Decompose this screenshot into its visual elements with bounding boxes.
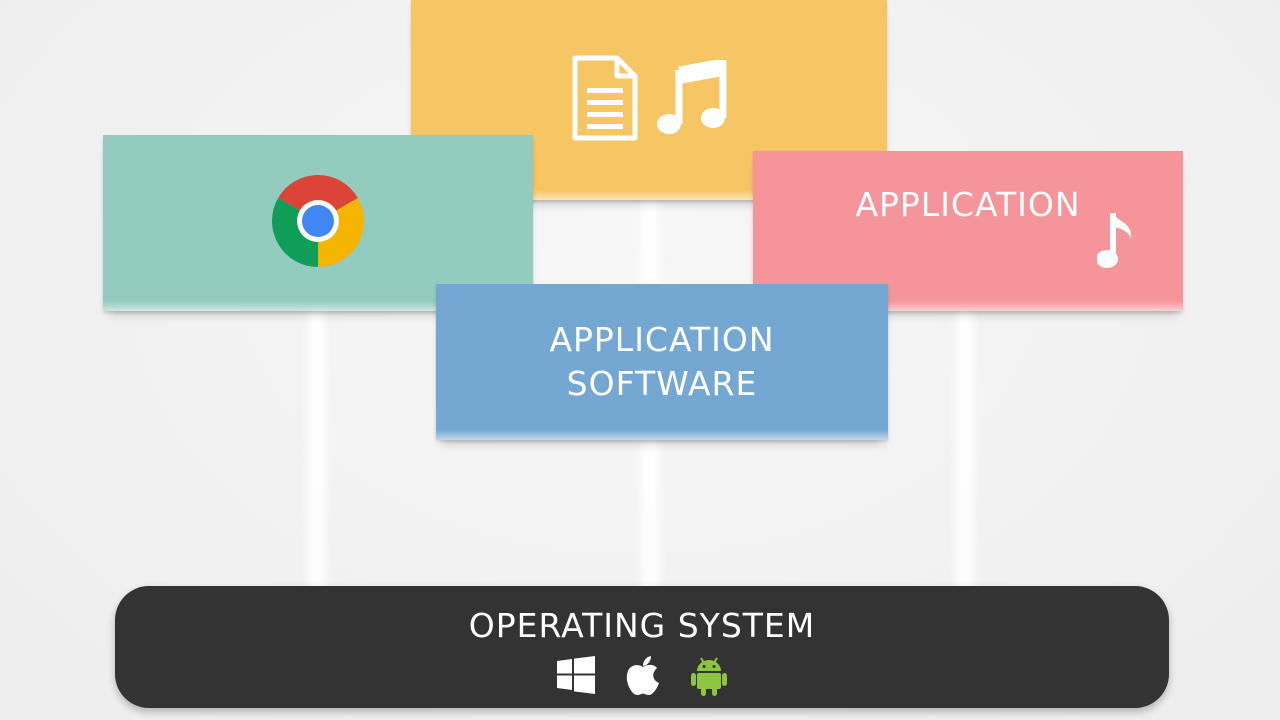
application-software-card: APPLICATION SOFTWARE <box>436 284 888 440</box>
application-card: APPLICATION <box>753 151 1183 311</box>
os-icon-row <box>115 656 1169 696</box>
windows-icon <box>557 656 595 696</box>
application-software-label-line1: APPLICATION <box>549 320 775 359</box>
document-icon <box>571 54 639 146</box>
application-software-label-line2: SOFTWARE <box>566 364 758 403</box>
application-label: APPLICATION <box>855 185 1081 224</box>
application-software-label: APPLICATION SOFTWARE <box>549 318 774 406</box>
operating-system-bar: OPERATING SYSTEM <box>115 586 1169 708</box>
connector-application-to-os <box>960 300 970 590</box>
music-note-icon <box>1096 209 1135 277</box>
android-icon <box>691 656 727 696</box>
chrome-icon <box>271 174 365 271</box>
browser-card <box>103 135 533 311</box>
operating-system-label: OPERATING SYSTEM <box>468 606 816 645</box>
connector-browser-to-os <box>312 300 322 590</box>
music-notes-icon <box>657 58 727 140</box>
apple-icon <box>625 656 661 696</box>
